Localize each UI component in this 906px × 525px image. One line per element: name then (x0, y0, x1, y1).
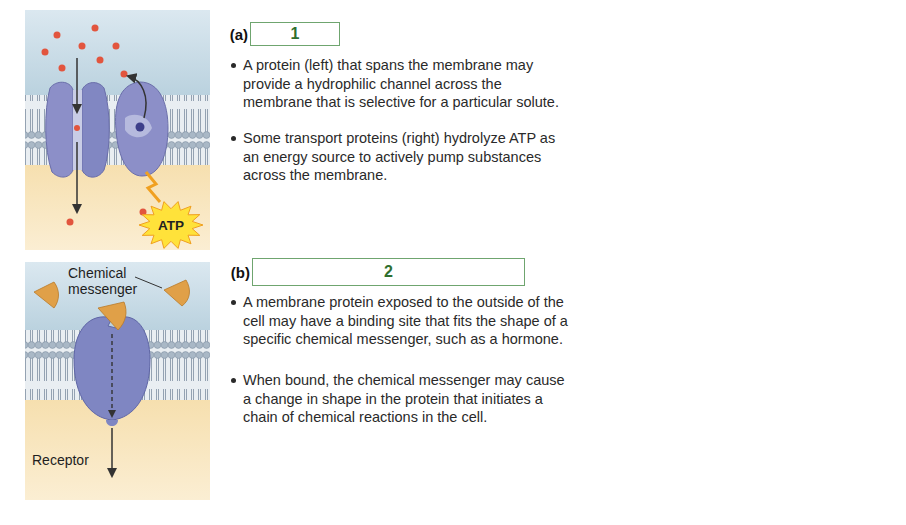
bullet-text: A membrane protein exposed to the outsid… (230, 293, 570, 349)
bullet-text: When bound, the chemical messenger may c… (230, 371, 570, 427)
part-label: Receptor (32, 452, 112, 468)
bullet-text: Some transport proteins (right) hydrolyz… (230, 129, 560, 185)
part-label: Chemical messenger (68, 265, 146, 297)
caption-box: (b)2 (252, 258, 525, 286)
panel-letter: (a) (230, 26, 248, 43)
caption-box: (a)1 (250, 22, 340, 46)
bullet-text: A protein (left) that spans the membrane… (230, 56, 560, 112)
atp-starburst: ATP (138, 200, 204, 250)
molecule-label: ATP (158, 218, 184, 233)
callout-number: 1 (291, 25, 300, 43)
callout-number: 2 (384, 263, 393, 281)
panel-letter: (b) (231, 264, 250, 281)
